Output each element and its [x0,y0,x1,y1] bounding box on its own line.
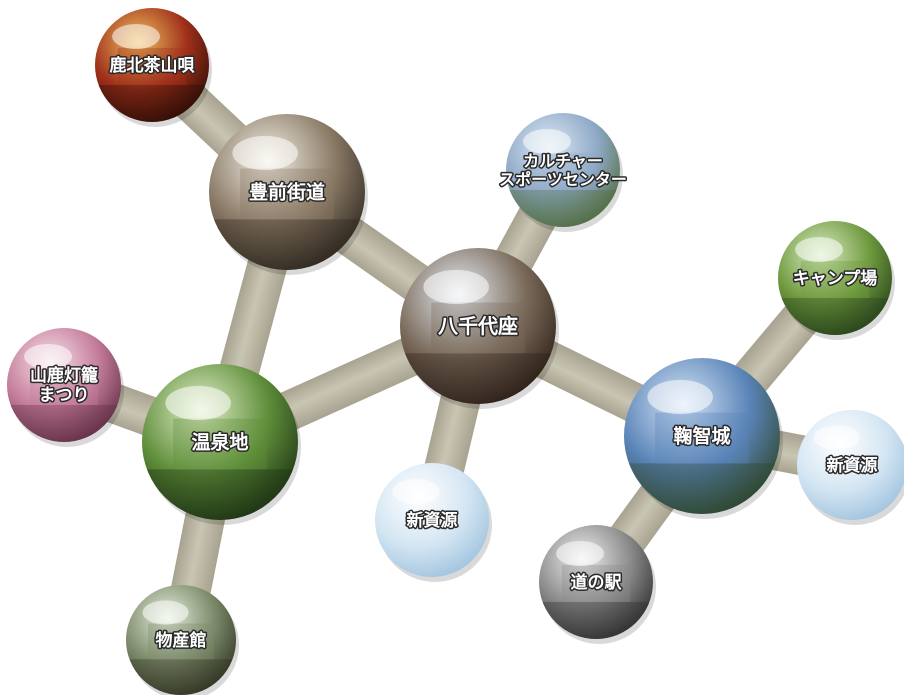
node-label: 鹿北茶山唄 [110,55,195,76]
node-label: 道の駅 [571,572,623,593]
node-label: 八千代座 [438,314,518,338]
node-highlight [423,269,489,305]
node-label: 温泉地 [191,431,248,454]
node-highlight [142,600,189,625]
node-highlight [392,478,440,505]
node-michi[interactable]: 道の駅 [539,525,656,659]
node-highlight [523,128,571,155]
node-camp[interactable]: キャンプ場 [778,221,895,355]
node-label: 物産館 [156,630,207,651]
node-yachiyoza[interactable]: 八千代座 [400,248,559,431]
node-label: スポーツセンター [499,170,627,189]
node-highlight [813,425,860,450]
node-highlight [232,135,298,171]
node-label: 山鹿灯籠 [30,365,98,386]
node-highlight [165,385,231,421]
node-label: キャンプ場 [793,268,878,289]
node-label: 新資源 [407,510,458,531]
node-label: カルチャー [523,151,603,170]
node-label: 豊前街道 [249,181,325,204]
node-onsen[interactable]: 温泉地 [142,364,301,547]
node-kahoku[interactable]: 鹿北茶山唄 [95,8,212,142]
node-buzen[interactable]: 豊前街道 [209,114,368,297]
node-highlight [556,540,604,567]
node-label: まつり [39,386,90,406]
node-label: 新資源 [827,455,878,476]
node-shin2[interactable]: 新資源 [797,410,904,525]
node-highlight [112,23,160,50]
node-photo-texture [209,168,365,270]
node-bussan[interactable]: 物産館 [126,585,239,695]
node-label: 鞠智城 [673,425,730,448]
node-highlight [647,379,713,415]
node-shin1[interactable]: 新資源 [375,463,492,582]
node-highlight [24,343,72,370]
node-highlight [795,236,843,263]
node-photo-texture [539,564,653,639]
